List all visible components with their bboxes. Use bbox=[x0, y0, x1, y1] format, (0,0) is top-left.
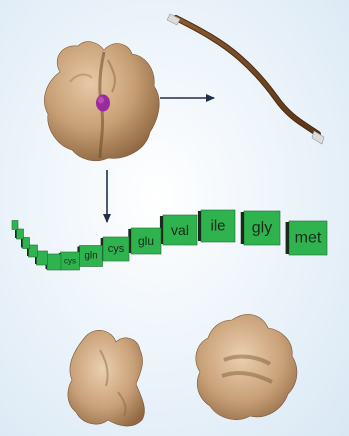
amino-acid-label: glu bbox=[138, 234, 154, 248]
amino-acid-box bbox=[47, 254, 61, 270]
protein-fragment-left bbox=[68, 330, 145, 426]
peptide-bond bbox=[286, 222, 289, 254]
amino-acid-segment bbox=[15, 229, 24, 239]
peptide-bond bbox=[21, 239, 23, 248]
amino-acid-label: gly bbox=[252, 220, 272, 237]
amino-acid-segment: met bbox=[286, 221, 327, 255]
active-site bbox=[96, 95, 110, 112]
amino-acid-box bbox=[12, 221, 18, 230]
strand-end-cap bbox=[167, 14, 180, 25]
amino-acid-segment: ile bbox=[198, 210, 235, 242]
peptide-bond bbox=[241, 212, 244, 244]
amino-acid-segment: gln bbox=[77, 246, 102, 267]
amino-acid-segment bbox=[12, 221, 18, 230]
protein-fragment-right bbox=[196, 314, 297, 419]
amino-acid-segment: val bbox=[160, 215, 197, 245]
amino-acid-segment: cys bbox=[59, 252, 80, 270]
amino-acid-segment: gly bbox=[241, 211, 280, 245]
folded-enzyme bbox=[44, 42, 159, 161]
amino-acid-label: cys bbox=[108, 243, 125, 255]
amino-acid-box bbox=[29, 245, 38, 257]
amino-acid-label: cys bbox=[64, 257, 76, 266]
amino-acid-segment bbox=[46, 254, 62, 270]
amino-acid-label: met bbox=[295, 230, 322, 247]
amino-acid-label: gln bbox=[84, 251, 97, 262]
denatured-strand bbox=[167, 14, 324, 144]
amino-acid-segment: glu bbox=[128, 228, 161, 254]
amino-acid-box bbox=[17, 229, 24, 239]
amino-acid-segment: cys bbox=[101, 237, 129, 261]
amino-acid-label: val bbox=[171, 222, 189, 238]
amino-acid-label: ile bbox=[210, 218, 225, 235]
amino-acid-box bbox=[37, 251, 48, 265]
peptide-bond bbox=[15, 230, 17, 238]
peptide-bond bbox=[198, 211, 201, 241]
